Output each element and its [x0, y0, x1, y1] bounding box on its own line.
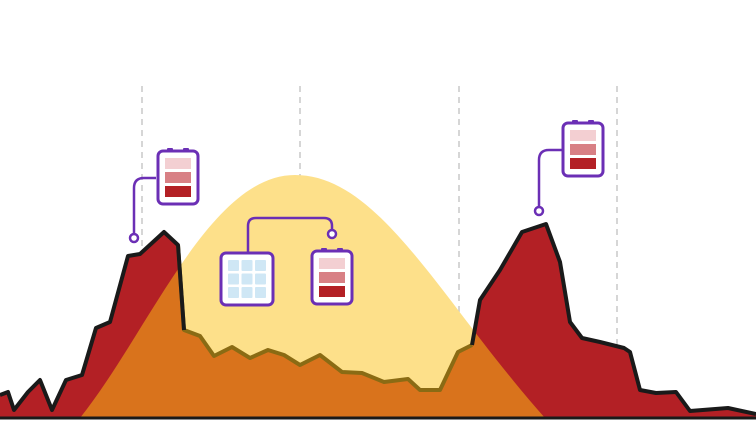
demand-outline-evening — [470, 222, 756, 416]
connector-morning — [132, 176, 156, 238]
demand-outline-midday — [176, 244, 473, 392]
battery-icon — [310, 248, 354, 306]
connector-dot-midday — [326, 228, 338, 240]
connector-midday — [246, 216, 334, 252]
battery-icon — [561, 120, 605, 178]
connector-dot-morning — [128, 232, 140, 244]
connector-dot-evening — [533, 205, 545, 217]
solar-panel-icon — [219, 251, 275, 307]
demand-outline — [0, 230, 186, 412]
battery-icon — [156, 148, 200, 206]
connector-evening — [537, 148, 562, 211]
connectors — [128, 148, 562, 252]
self-consumption-overlap — [80, 224, 545, 418]
